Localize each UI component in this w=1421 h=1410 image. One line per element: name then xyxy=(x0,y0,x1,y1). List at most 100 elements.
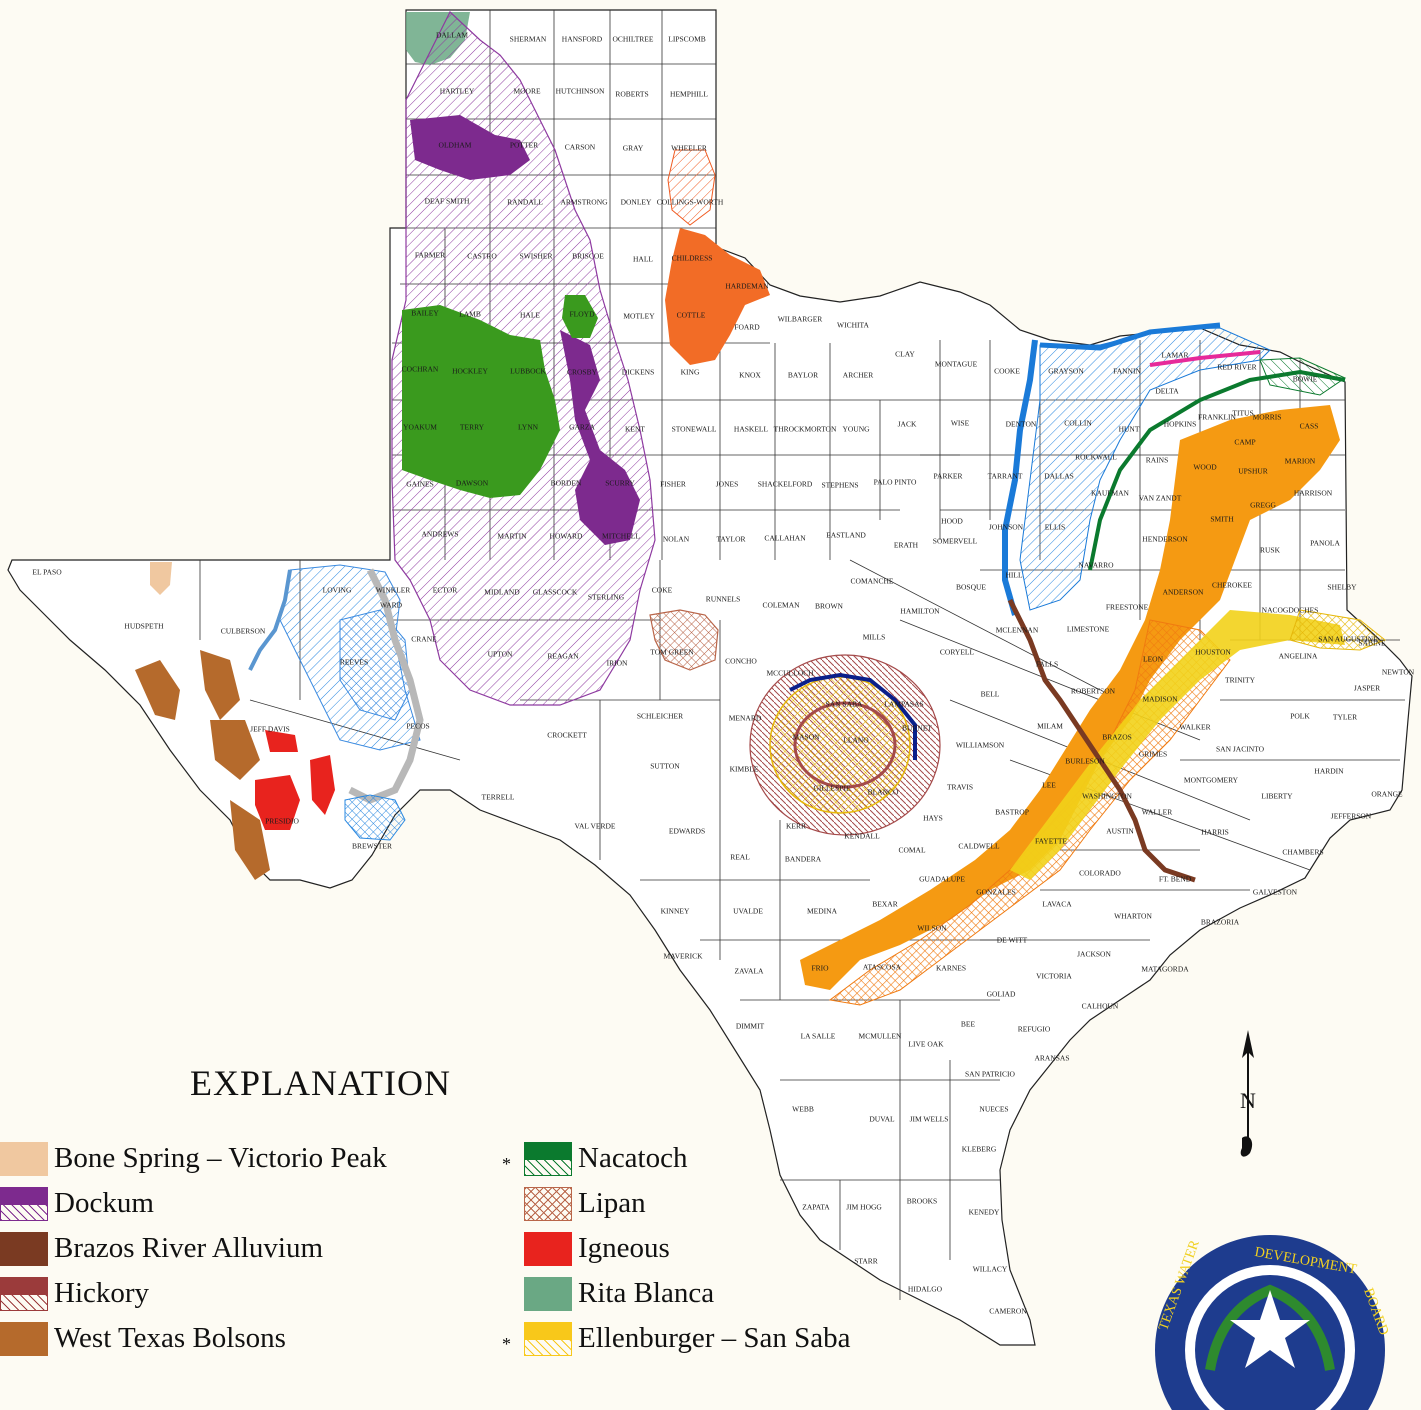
svg-text:N: N xyxy=(1240,1088,1256,1113)
county-label: HARDEMAN xyxy=(725,282,769,291)
county-label: COLORADO xyxy=(1079,869,1121,878)
legend-label: Hickory xyxy=(54,1277,150,1309)
county-label: DALLAS xyxy=(1044,472,1074,481)
legend-label: Bone Spring – Victorio Peak xyxy=(54,1142,387,1174)
legend-item: West Texas Bolsons xyxy=(0,1316,387,1361)
county-label: HAYS xyxy=(923,814,943,823)
county-label: CLAY xyxy=(895,350,915,359)
county-label: MCCULLOCH xyxy=(766,669,814,678)
county-label: TYLER xyxy=(1333,713,1357,722)
county-label: WHEELER xyxy=(671,144,707,153)
county-label: KNOX xyxy=(739,371,761,380)
county-label: HARRISON xyxy=(1294,489,1333,498)
marathon-aquifer xyxy=(344,794,406,841)
county-label: UPTON xyxy=(488,650,513,659)
county-label: BROWN xyxy=(815,602,844,611)
county-label: BASTROP xyxy=(995,808,1029,817)
county-label: PRESIDIO xyxy=(265,817,299,826)
county-label: CORYELL xyxy=(940,648,975,657)
county-label: HIDALGO xyxy=(908,1285,943,1294)
legend-label: West Texas Bolsons xyxy=(54,1322,286,1354)
county-label: ARCHER xyxy=(843,371,873,380)
county-label: TERRELL xyxy=(482,793,515,802)
marble-falls-aquifer xyxy=(789,672,917,760)
county-label: KINNEY xyxy=(661,907,690,916)
county-label: ARMSTRONG xyxy=(560,198,608,207)
county-label: ANGELINA xyxy=(1279,652,1318,661)
county-label: GRIMES xyxy=(1139,750,1167,759)
county-label: HUNT xyxy=(1119,425,1140,434)
county-label: POLK xyxy=(1290,712,1310,721)
county-label: FARMER xyxy=(415,251,445,260)
county-label: JACKSON xyxy=(1077,950,1111,959)
county-label: LAMB xyxy=(459,310,481,319)
county-label: ROBERTSON xyxy=(1071,687,1116,696)
county-label: CARSON xyxy=(565,143,596,152)
county-label: VICTORIA xyxy=(1036,972,1072,981)
blossom-aquifer xyxy=(1149,350,1261,367)
county-label: VAL VERDE xyxy=(575,822,616,831)
county-label: CALDWELL xyxy=(958,842,1000,851)
legend-label: Igneous xyxy=(578,1232,670,1264)
county-label: KARNES xyxy=(936,964,966,973)
county-label: ECTOR xyxy=(433,586,457,595)
county-label: RUSK xyxy=(1260,546,1281,555)
county-label: PALO PINTO xyxy=(874,478,917,487)
county-label: FANNIN xyxy=(1113,367,1141,376)
county-label: WARD xyxy=(380,601,403,610)
county-label: COKE xyxy=(652,586,673,595)
county-label: KAUFMAN xyxy=(1091,489,1130,498)
county-label: GAINES xyxy=(406,480,434,489)
county-label: STEPHENS xyxy=(821,481,858,490)
county-label: JONES xyxy=(716,480,739,489)
county-label: CHEROKEE xyxy=(1212,581,1252,590)
county-label: CROSBY xyxy=(567,368,598,377)
county-label: BRISCOE xyxy=(572,252,604,261)
county-label: JOHNSON xyxy=(989,523,1024,532)
county-label: LAVACA xyxy=(1042,900,1072,909)
county-label: WILLACY xyxy=(973,1265,1008,1274)
county-label: KENT xyxy=(625,425,645,434)
legend-title: EXPLANATION xyxy=(190,1063,451,1103)
county-label: GONZALES xyxy=(976,888,1016,897)
county-label: HASKELL xyxy=(734,425,769,434)
orange-hatched-wheeler xyxy=(667,149,716,226)
county-label: MITCHELL xyxy=(602,532,640,541)
county-label: ANDREWS xyxy=(421,530,458,539)
county-label: MILAM xyxy=(1037,722,1063,731)
county-label: COLLINGS-WORTH xyxy=(657,198,724,207)
woodbine-outcrop-north xyxy=(1039,322,1221,351)
county-label: REAGAN xyxy=(547,652,579,661)
county-label: KENEDY xyxy=(969,1208,1000,1217)
county-label: NEWTON xyxy=(1382,668,1415,677)
county-label: COMANCHE xyxy=(851,577,894,586)
county-label: ORANGE xyxy=(1371,790,1403,799)
county-label: LLANO xyxy=(843,736,869,745)
county-label: HOCKLEY xyxy=(452,367,488,376)
county-label: FT. BEND xyxy=(1159,875,1192,884)
county-label: LIPSCOMB xyxy=(668,35,706,44)
county-label: GARZA xyxy=(569,423,595,432)
legend-label: Nacatoch xyxy=(578,1142,688,1174)
west-texas-bolsons xyxy=(135,650,270,880)
county-label: FLOYD xyxy=(569,310,595,319)
legend-label: Rita Blanca xyxy=(578,1277,715,1309)
legend-swatch xyxy=(0,1231,48,1266)
county-label: CALHOUN xyxy=(1082,1002,1119,1011)
county-label: BRAZOS xyxy=(1102,733,1132,742)
county-label: JEFF DAVIS xyxy=(250,725,290,734)
county-label: HEMPHILL xyxy=(670,90,708,99)
hickory-aquifer xyxy=(793,701,897,789)
county-label: NAVARRO xyxy=(1078,561,1114,570)
county-label: MASON xyxy=(792,733,820,742)
county-label: TRAVIS xyxy=(947,783,973,792)
legend-swatch xyxy=(0,1186,48,1221)
county-label: ZAPATA xyxy=(802,1203,830,1212)
county-label: CASS xyxy=(1300,422,1319,431)
county-label: CAMERON xyxy=(989,1307,1027,1316)
county-label: LUBBOCK xyxy=(510,367,546,376)
county-label: PANOLA xyxy=(1310,539,1340,548)
county-label: BEXAR xyxy=(872,900,897,909)
